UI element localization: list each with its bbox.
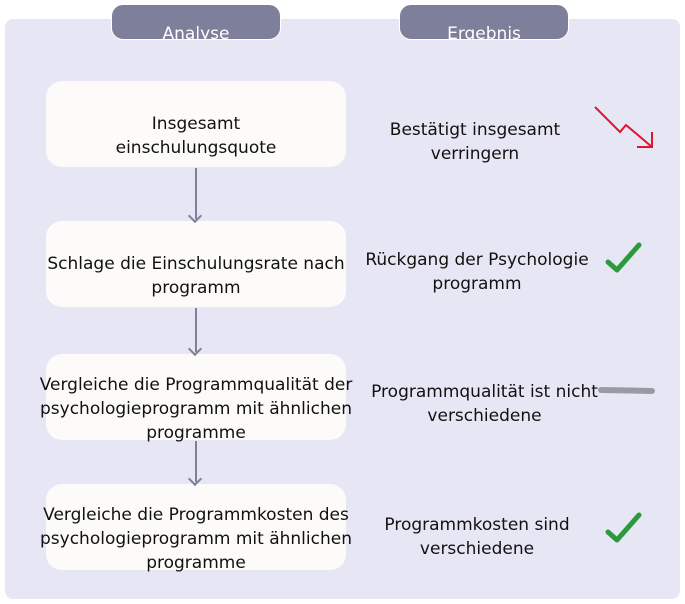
check-icon	[605, 242, 642, 273]
flow-arrow	[195, 168, 197, 219]
step-box-4	[46, 484, 346, 570]
step-box-2	[46, 221, 346, 307]
header-analysis: Analyse	[111, 4, 281, 40]
step-box-1	[46, 81, 346, 167]
check-icon	[605, 512, 642, 543]
flow-arrow	[195, 441, 197, 482]
step-box-3	[46, 354, 346, 440]
header-result: Ergebnis	[399, 4, 569, 40]
trend-down-icon	[594, 106, 653, 148]
dash-icon	[598, 387, 655, 394]
flow-arrow	[195, 308, 197, 352]
